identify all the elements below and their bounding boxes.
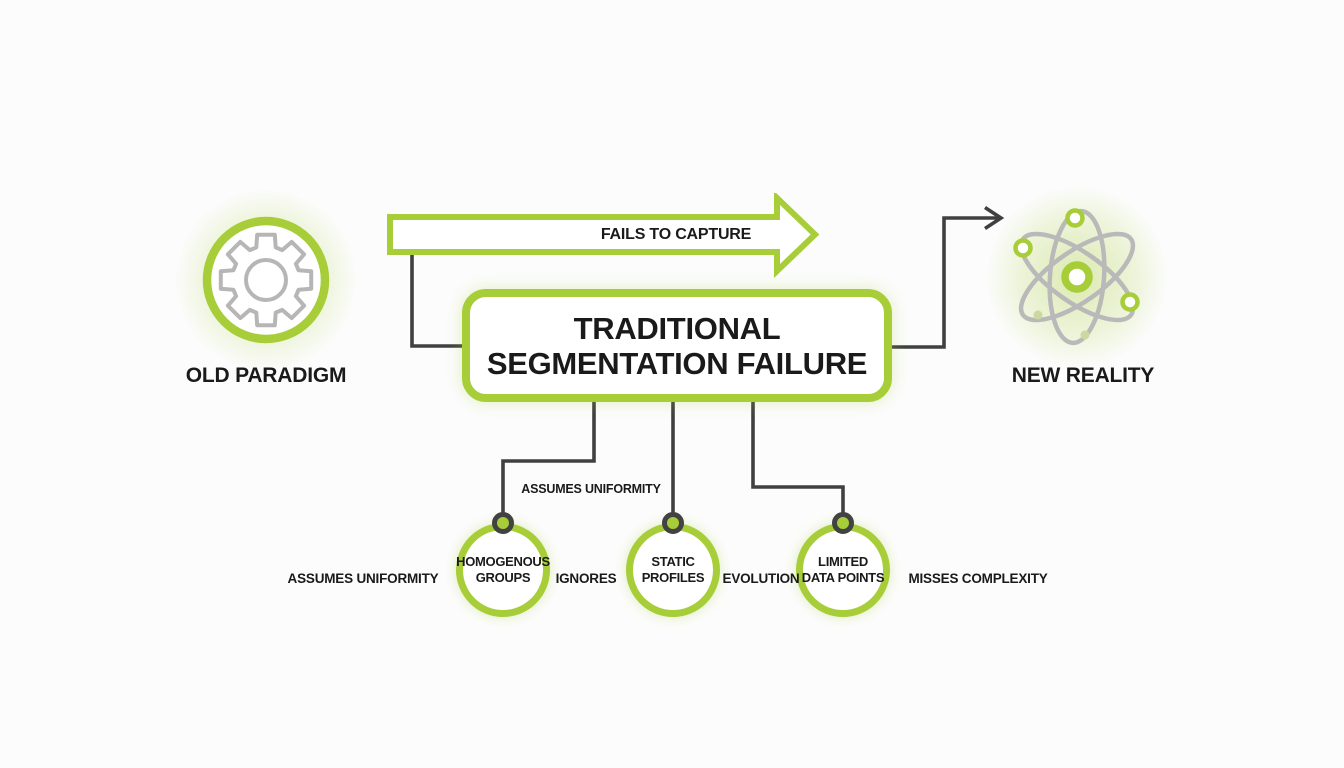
pin-icon-2 (662, 512, 684, 534)
old-paradigm-label: OLD PARADIGM (185, 364, 347, 387)
connector-box-to-circle-3 (751, 398, 845, 513)
branch-annotation-label: ASSUMES UNIFORMITY (521, 482, 661, 496)
box-title-line1: TRADITIONAL (573, 310, 781, 346)
traditional-segmentation-failure-box: TRADITIONAL SEGMENTATION FAILURE (462, 289, 892, 402)
pin-icon-1 (492, 512, 514, 534)
connector-box-to-atom (888, 216, 998, 349)
circle-3-line1: LIMITED (818, 554, 868, 569)
circle-static-profiles: STATIC PROFILES (626, 523, 720, 617)
fails-to-capture-label: FAILS TO CAPTURE (600, 226, 752, 243)
row-label-assumes-uniformity: ASSUMES UNIFORMITY (287, 571, 439, 586)
circle-1-line1: HOMOGENOUS (456, 554, 550, 569)
box-title-line2: SEGMENTATION FAILURE (486, 345, 868, 381)
row-label-ignores: IGNORES (555, 571, 617, 586)
circle-3-line2: DATA POINTS (801, 570, 885, 585)
pin-icon-3 (832, 512, 854, 534)
circle-2-line2: PROFILES (641, 570, 705, 585)
circle-homogenous-groups: HOMOGENOUS GROUPS (456, 523, 550, 617)
gear-icon (199, 213, 333, 347)
circle-1-line2: GROUPS (475, 570, 531, 585)
circle-2-line1: STATIC (651, 554, 695, 569)
new-reality-label: NEW REALITY (1011, 364, 1155, 387)
row-label-misses-complexity: MISSES COMPLEXITY (908, 571, 1048, 586)
row-label-evolution: EVOLUTION (722, 571, 800, 586)
atom-icon (997, 197, 1157, 357)
